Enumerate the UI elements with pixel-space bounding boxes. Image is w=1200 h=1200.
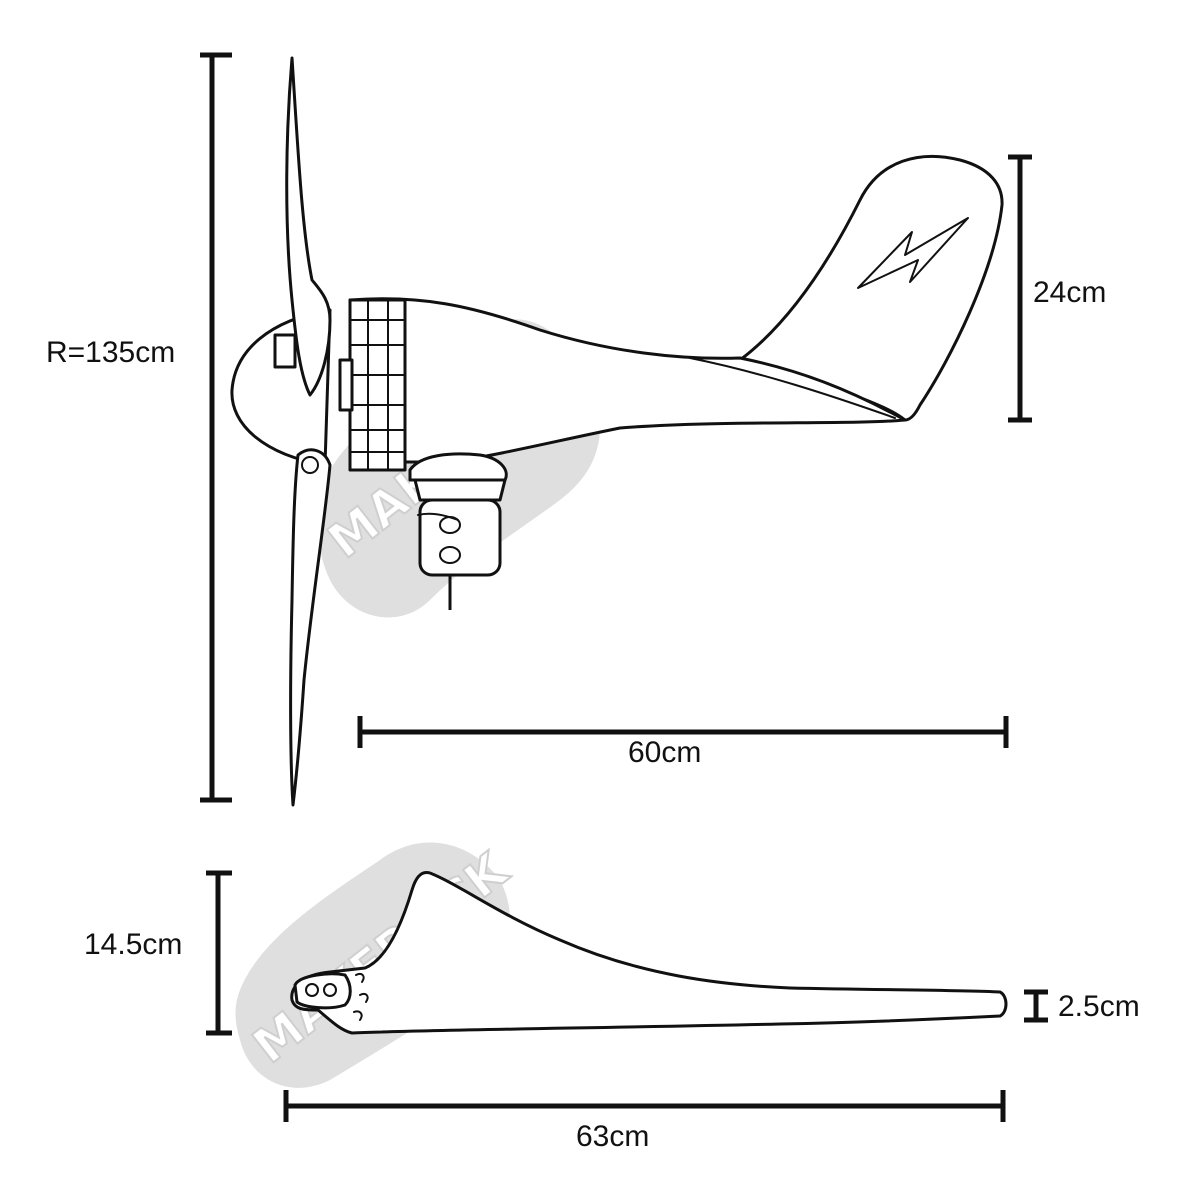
- blade-length-label: 63cm: [576, 1120, 649, 1153]
- blade-bolt-2: [323, 983, 337, 997]
- dimension-tail-height: 24cm: [1008, 154, 1106, 423]
- lightning-logo: [857, 217, 969, 289]
- blade-tip-label: 2.5cm: [1058, 990, 1140, 1023]
- blade-view: [290, 870, 1008, 1035]
- generator-housing: [338, 298, 407, 472]
- dimension-body-length: 60cm: [357, 716, 1009, 769]
- nacelle-body: [348, 297, 907, 464]
- dimension-blade-width: 14.5cm: [84, 870, 232, 1036]
- rotor-blade-upper: [285, 56, 332, 397]
- hub-block: [273, 333, 297, 369]
- blade-root-plate: [293, 972, 352, 1010]
- radius-label: R=135cm: [46, 336, 175, 369]
- hub-bolt: [301, 456, 319, 474]
- turbine-side-view: [230, 56, 1004, 807]
- dimension-blade-length: 63cm: [283, 1090, 1006, 1153]
- dimension-radius: R=135cm: [46, 52, 232, 803]
- tail-height-label: 24cm: [1033, 276, 1106, 309]
- dimension-blade-tip: 2.5cm: [1024, 989, 1140, 1023]
- tail-stripe: [689, 357, 896, 419]
- rotor-blade-lower: [289, 448, 332, 807]
- blade-bolt-1: [305, 983, 319, 997]
- yaw-mount: [408, 452, 508, 610]
- body-length-label: 60cm: [628, 736, 701, 769]
- blade-width-label: 14.5cm: [84, 928, 182, 961]
